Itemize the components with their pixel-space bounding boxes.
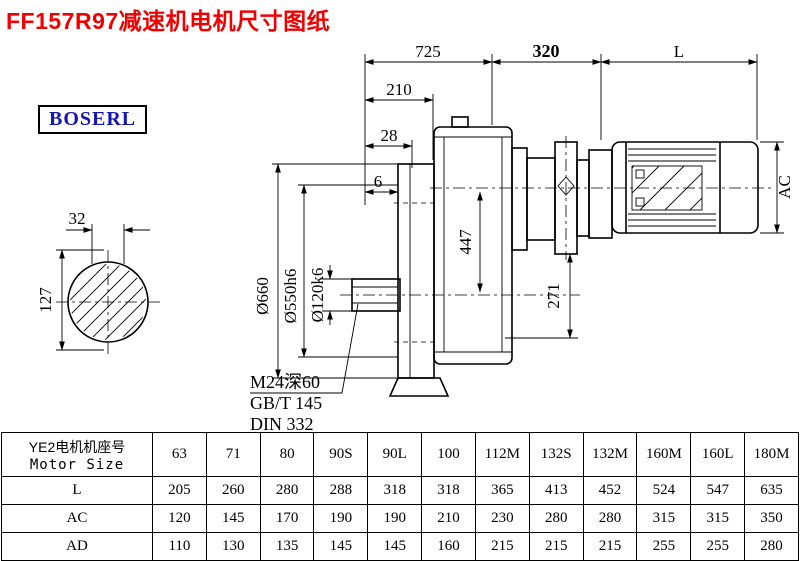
hollow-shaft: [351, 278, 401, 312]
dimension-value-cell: 524: [636, 476, 692, 505]
dimension-lines: [250, 54, 784, 394]
dimension-value-cell: 205: [152, 476, 207, 505]
dimension-row-label: AD: [1, 532, 153, 561]
dimension-drawing: 32 127: [36, 41, 794, 432]
dimension-value-cell: 130: [205, 532, 261, 561]
adapter-2: [526, 157, 556, 241]
stator-hatching: [632, 166, 702, 210]
dim-210-label: 210: [386, 80, 412, 99]
dimension-value-cell: 190: [313, 504, 369, 533]
flange-plate: [397, 163, 435, 379]
dimension-value-cell: 280: [528, 504, 584, 533]
dimension-value-cell: 145: [205, 504, 261, 533]
dimension-value-cell: 288: [313, 476, 369, 505]
dim-L-label: L: [674, 42, 684, 61]
dim-550-label: Ø550h6: [281, 269, 300, 324]
frame-size-cell: 71: [205, 432, 261, 477]
dimension-value-cell: 170: [259, 504, 315, 533]
dim-6-label: 6: [374, 172, 383, 191]
dimension-row-label: AC: [1, 504, 153, 533]
motor-body: [611, 141, 759, 234]
frame-size-cell: 63: [152, 432, 207, 477]
diamond-symbol: [557, 176, 575, 196]
dimension-value-cell: 635: [744, 476, 799, 505]
dimension-value-cell: 315: [690, 504, 746, 533]
dimension-value-cell: 365: [474, 476, 530, 505]
dimension-value-cell: 215: [528, 532, 584, 561]
dim-271-label: 271: [544, 283, 563, 309]
dimension-value-cell: 110: [152, 532, 207, 561]
dimension-value-cell: 280: [744, 532, 799, 561]
dim-320-label: 320: [533, 41, 560, 61]
mounting-foot: [388, 377, 450, 397]
frame-size-cell: 112M: [474, 432, 530, 477]
motor-size-header-cn: YE2电机机座号: [28, 438, 126, 455]
centerlines: [340, 136, 772, 296]
frame-size-cell: 180M: [744, 432, 799, 477]
page-title: FF157R97减速机电机尺寸图纸: [6, 8, 331, 34]
dim-447-label: 447: [456, 229, 475, 255]
frame-size-cell: 132M: [582, 432, 638, 477]
dim-120-label: Ø120k6: [308, 268, 327, 323]
dimension-value-cell: 215: [582, 532, 638, 561]
dimension-value-cell: 255: [690, 532, 746, 561]
dimension-value-cell: 413: [528, 476, 584, 505]
internal-details: [352, 136, 716, 378]
dim-32-label: 32: [69, 209, 86, 228]
dim-32-lines: [66, 224, 150, 264]
gearbox-outline: [351, 116, 759, 397]
vent-plug: [451, 116, 469, 128]
dimension-value-cell: 452: [582, 476, 638, 505]
dimension-value-cell: 350: [744, 504, 799, 533]
adapter-1: [511, 147, 528, 251]
shaft-end-view: 32 127: [36, 209, 160, 354]
dimension-value-cell: 160: [421, 532, 476, 561]
dimension-value-cell: 318: [367, 476, 423, 505]
motor-flange: [588, 149, 613, 239]
frame-size-cell: 80: [259, 432, 315, 477]
dimension-value-cell: 145: [367, 532, 423, 561]
dimension-value-cell: 210: [421, 504, 476, 533]
frame-size-cell: 90L: [367, 432, 423, 477]
note-thread: M24深60: [250, 372, 320, 392]
dimension-value-cell: 280: [582, 504, 638, 533]
dim-127-lines: [56, 249, 104, 351]
dimension-value-cell: 190: [367, 504, 423, 533]
frame-size-cell: 160M: [636, 432, 692, 477]
frame-size-cell: 100: [421, 432, 476, 477]
frame-size-cell: 132S: [528, 432, 584, 477]
dimension-value-cell: 260: [205, 476, 261, 505]
dimension-value-cell: 280: [259, 476, 315, 505]
dimension-value-cell: 255: [636, 532, 692, 561]
boserl-logo: BOSERL: [38, 105, 148, 134]
dimension-value-cell: 215: [474, 532, 530, 561]
note-din: DIN 332: [250, 414, 314, 432]
dimension-value-cell: 135: [259, 532, 315, 561]
dimension-value-cell: 318: [421, 476, 476, 505]
note-gb: GB/T 145: [250, 393, 322, 413]
motor-size-header-en: Motor Size: [29, 456, 125, 473]
dimension-value-cell: 547: [690, 476, 746, 505]
dimension-value-cell: 145: [313, 532, 369, 561]
stator-box: [631, 165, 703, 211]
dim-127-label: 127: [36, 287, 55, 313]
dimension-value-cell: 315: [636, 504, 692, 533]
dimension-value-cell: 120: [152, 504, 207, 533]
adapter-3: [576, 159, 590, 237]
dim-28-label: 28: [381, 126, 398, 145]
dim-725-label: 725: [415, 42, 441, 61]
dim-660-label: Ø660: [253, 277, 272, 315]
dimension-row-label: L: [1, 476, 153, 505]
dimension-value-cell: 230: [474, 504, 530, 533]
dim-AC-label: AC: [775, 175, 794, 199]
frame-size-cell: 90S: [313, 432, 369, 477]
frame-size-cell: 160L: [690, 432, 746, 477]
